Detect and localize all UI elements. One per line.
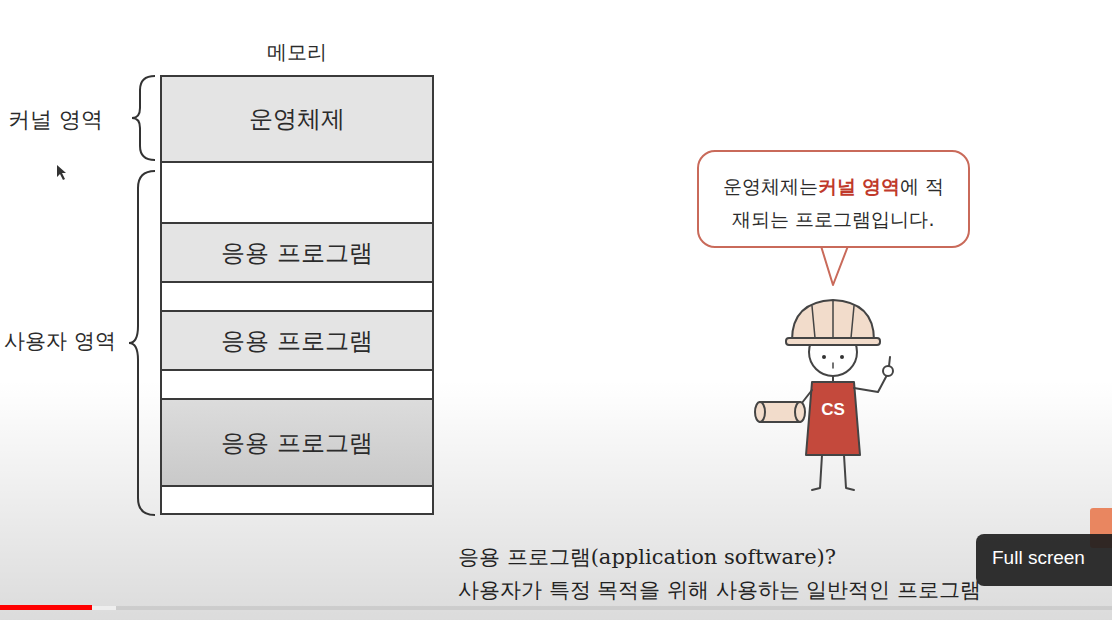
region-label: 사용자 영역	[4, 329, 116, 354]
memory-segment: 응용 프로그램	[162, 310, 432, 371]
segment-label: 응용 프로그램	[221, 325, 373, 357]
cs-character	[755, 300, 893, 490]
segment-label: 응용 프로그램	[221, 427, 373, 459]
progress-played	[0, 605, 92, 610]
shirt-logo: CS	[813, 400, 853, 420]
memory-segment: 응용 프로그램	[162, 222, 432, 283]
tooltip-text: Full screen	[992, 547, 1085, 570]
tooltip-box	[976, 534, 1112, 586]
memory-segment: 운영체제	[162, 77, 432, 163]
subtitle-line: 응용 프로그램(application software)?	[458, 545, 836, 570]
segment-label: 응용 프로그램	[221, 237, 373, 269]
region-label: 커널 영역	[8, 107, 103, 133]
bubble-text: 운영체제는	[723, 175, 818, 197]
kernel-brace	[132, 76, 155, 160]
bubble-tail	[821, 246, 848, 285]
progress-buffer	[92, 606, 116, 610]
user-brace	[129, 171, 155, 515]
speech-bubble: 운영체제는커널 영역에 적재되는 프로그램입니다.	[697, 150, 970, 248]
subtitle-line: 사용자가 특정 목적을 위해 사용하는 일반적인 프로그램	[458, 578, 981, 603]
progress-track	[0, 606, 1112, 610]
mouse-cursor	[57, 165, 66, 180]
bubble-text: 커널 영역	[818, 175, 901, 197]
segment-label: 운영체제	[249, 103, 345, 135]
memory-segment: 응용 프로그램	[162, 398, 432, 487]
memory-block: 메모리운영체제응용 프로그램응용 프로그램응용 프로그램	[160, 75, 434, 515]
block-heading: 메모리	[162, 39, 432, 66]
